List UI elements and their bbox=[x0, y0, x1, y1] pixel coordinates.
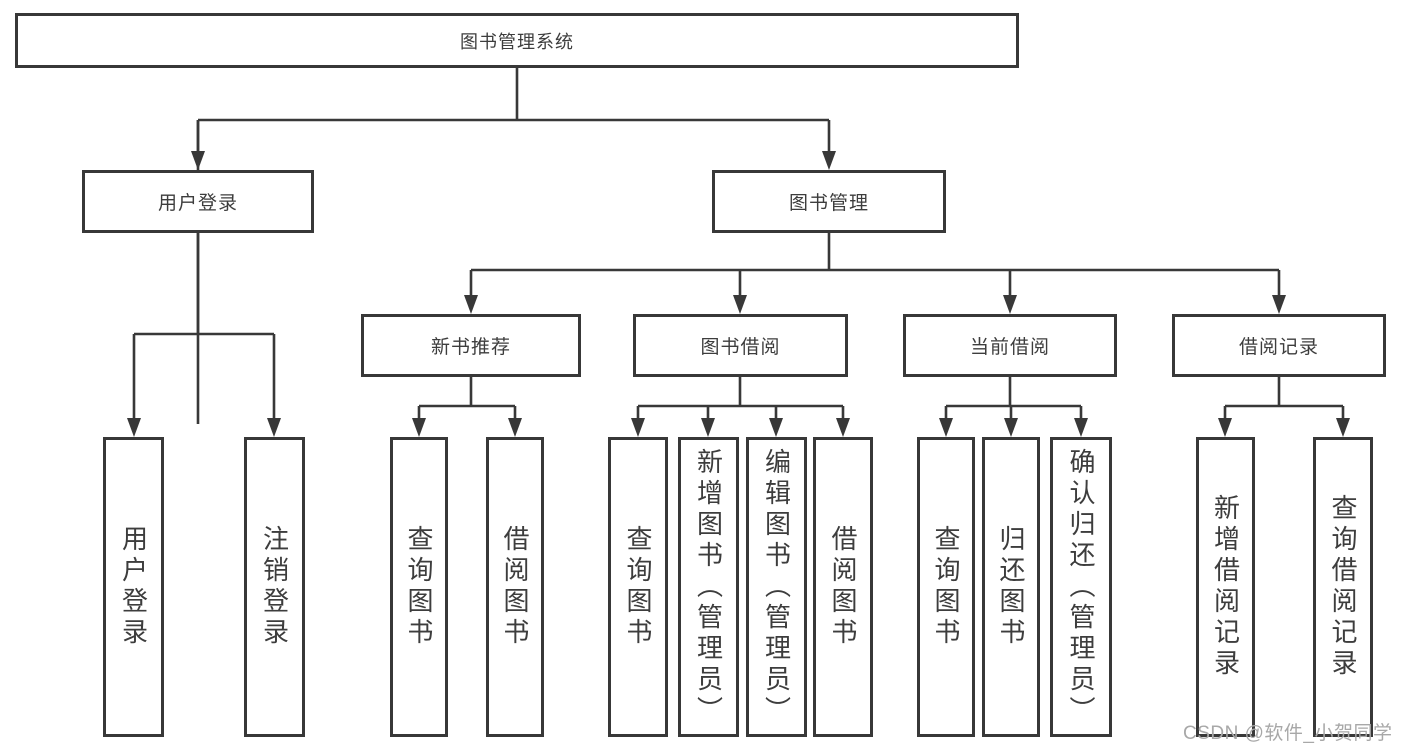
leaf-label: 新增借阅记录 bbox=[1210, 494, 1241, 680]
leaf-label: 用户登录 bbox=[118, 525, 149, 649]
node-current-borrowing: 当前借阅 bbox=[903, 314, 1117, 377]
leaf-label: 查询图书 bbox=[623, 525, 653, 649]
leaf-label: 查询图书 bbox=[931, 525, 961, 649]
node-root-system: 图书管理系统 bbox=[15, 13, 1019, 68]
node-borrow-records: 借阅记录 bbox=[1172, 314, 1386, 377]
node-book-borrowing: 图书借阅 bbox=[633, 314, 848, 377]
node-leaf-add-borrow-record: 新增借阅记录 bbox=[1196, 437, 1255, 737]
node-user-login: 用户登录 bbox=[82, 170, 314, 233]
node-leaf-query-books-current: 查询图书 bbox=[917, 437, 975, 737]
node-leaf-user-login: 用户登录 bbox=[103, 437, 164, 737]
leaf-label: 借阅图书 bbox=[828, 525, 858, 649]
node-leaf-borrow-books: 借阅图书 bbox=[813, 437, 873, 737]
leaf-label: 归还图书 bbox=[996, 525, 1026, 649]
leaf-label: 借阅图书 bbox=[500, 525, 530, 649]
leaf-label: 查询借阅记录 bbox=[1328, 494, 1358, 680]
leaf-label: 新增图书（管理员） bbox=[693, 447, 724, 727]
connector-borrow-to-leaves bbox=[631, 377, 850, 437]
connector-current-to-leaves bbox=[939, 377, 1088, 437]
node-leaf-query-books-borrow: 查询图书 bbox=[608, 437, 668, 737]
node-leaf-borrow-books-recommend: 借阅图书 bbox=[486, 437, 544, 737]
connector-management-to-level3 bbox=[464, 233, 1286, 314]
node-new-book-recommend: 新书推荐 bbox=[361, 314, 581, 377]
connector-recommend-to-leaves bbox=[412, 377, 522, 437]
node-leaf-confirm-return-admin: 确认归还（管理员） bbox=[1050, 437, 1112, 737]
node-book-management: 图书管理 bbox=[712, 170, 946, 233]
leaf-label: 编辑图书（管理员） bbox=[761, 447, 792, 727]
connector-login-to-leaves bbox=[127, 233, 281, 437]
node-leaf-logout: 注销登录 bbox=[244, 437, 305, 737]
node-leaf-query-books-recommend: 查询图书 bbox=[390, 437, 448, 737]
leaf-label: 注销登录 bbox=[259, 525, 290, 649]
node-leaf-return-books: 归还图书 bbox=[982, 437, 1040, 737]
connector-records-to-leaves bbox=[1218, 377, 1350, 437]
leaf-label: 查询图书 bbox=[404, 525, 434, 649]
csdn-watermark: CSDN @软件_小贺同学 bbox=[1183, 723, 1393, 744]
node-leaf-add-books-admin: 新增图书（管理员） bbox=[678, 437, 739, 737]
leaf-label: 确认归还（管理员） bbox=[1066, 447, 1096, 727]
connector-root-to-level2 bbox=[191, 68, 836, 424]
node-leaf-edit-books-admin: 编辑图书（管理员） bbox=[746, 437, 807, 737]
node-leaf-query-borrow-record: 查询借阅记录 bbox=[1313, 437, 1373, 737]
